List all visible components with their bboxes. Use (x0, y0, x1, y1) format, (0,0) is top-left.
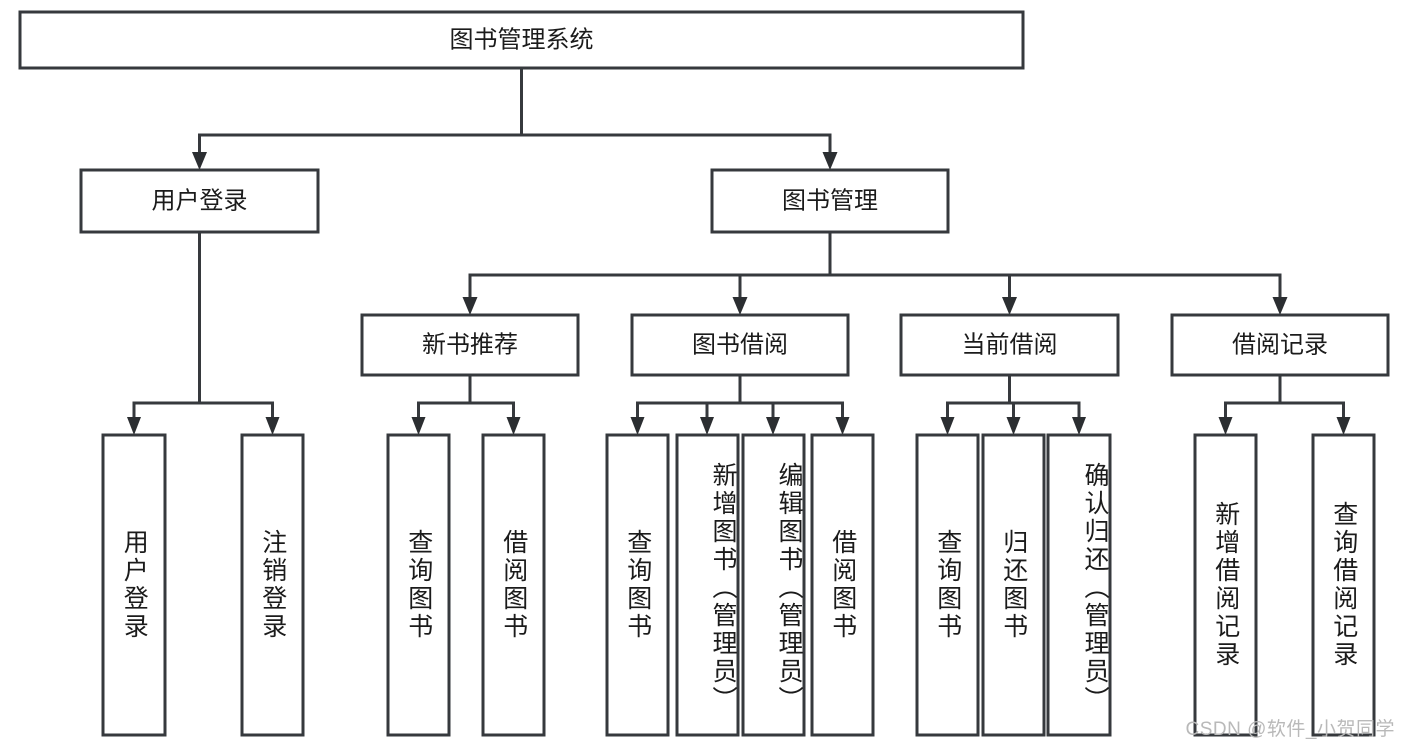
edge-newbook-to-leaves (411, 373, 521, 435)
node-leaf-logout-label: 注销登录 (258, 529, 287, 641)
node-leaf-edit-book-label: 编辑图书（管理员） (775, 462, 803, 714)
node-leaf-add-book[interactable] (675, 433, 740, 737)
edge-borrowrecord-to-leaves (1218, 373, 1351, 435)
node-book-manage[interactable]: 图书管理 (710, 168, 950, 234)
node-leaf-query-record[interactable] (1311, 433, 1376, 737)
node-leaf-user-login[interactable] (101, 433, 167, 737)
node-leaf-return-book-label: 归还图书 (999, 529, 1028, 641)
node-leaf-logout[interactable] (240, 433, 305, 737)
node-leaf-confirm-return[interactable] (1046, 433, 1112, 737)
leaf-labels: 用户登录 注销登录 查询图书 借阅图书 查询图书 新增图书（管理员） 编辑图书（… (120, 462, 1358, 714)
node-leaf-borrow-book-2-label: 借阅图书 (828, 529, 857, 641)
node-root-label: 图书管理系统 (450, 26, 594, 53)
node-current-borrow[interactable]: 当前借阅 (899, 313, 1120, 377)
node-leaf-query-book-3[interactable] (915, 433, 980, 737)
edge-currentborrow-to-leaves (940, 373, 1086, 435)
node-leaf-confirm-return-label: 确认归还（管理员） (1081, 462, 1109, 714)
node-borrow-record[interactable]: 借阅记录 (1170, 313, 1390, 377)
node-leaf-query-record-label: 查询借阅记录 (1329, 501, 1358, 669)
edge-userlogin-to-leaves (127, 230, 280, 435)
node-leaf-query-book-3-label: 查询图书 (933, 529, 962, 641)
node-book-borrow-label: 图书借阅 (692, 331, 788, 358)
node-root[interactable]: 图书管理系统 (18, 10, 1025, 70)
node-leaf-query-book-2-label: 查询图书 (623, 529, 652, 641)
node-leaf-query-book-2[interactable] (605, 433, 670, 737)
node-leaf-borrow-book-1[interactable] (481, 433, 546, 737)
node-borrow-record-label: 借阅记录 (1232, 331, 1328, 358)
node-book-borrow[interactable]: 图书借阅 (630, 313, 850, 377)
node-book-manage-label: 图书管理 (782, 187, 878, 214)
node-leaf-edit-book[interactable] (741, 433, 806, 737)
node-new-book-rec-label: 新书推荐 (422, 331, 518, 358)
node-current-borrow-label: 当前借阅 (962, 331, 1058, 358)
node-leaf-add-record-label: 新增借阅记录 (1211, 501, 1240, 669)
edge-bookborrow-to-leaves (630, 373, 850, 435)
edge-layer (127, 66, 1351, 435)
node-leaf-query-book-1-label: 查询图书 (404, 529, 433, 641)
node-leaf-add-record[interactable] (1193, 433, 1258, 737)
node-leaf-borrow-book-2[interactable] (810, 433, 875, 737)
node-leaf-borrow-book-1-label: 借阅图书 (499, 529, 528, 641)
node-user-login-label: 用户登录 (152, 187, 248, 214)
leaf-rects (101, 433, 1376, 737)
edge-root-to-level2 (192, 66, 838, 170)
node-leaf-query-book-1[interactable] (386, 433, 451, 737)
edge-bookmanage-to-level3 (462, 230, 1288, 315)
node-user-login[interactable]: 用户登录 (79, 168, 320, 234)
node-leaf-user-login-label: 用户登录 (120, 529, 149, 641)
node-leaf-add-book-label: 新增图书（管理员） (709, 462, 737, 714)
node-new-book-rec[interactable]: 新书推荐 (360, 313, 580, 377)
node-leaf-return-book[interactable] (981, 433, 1046, 737)
